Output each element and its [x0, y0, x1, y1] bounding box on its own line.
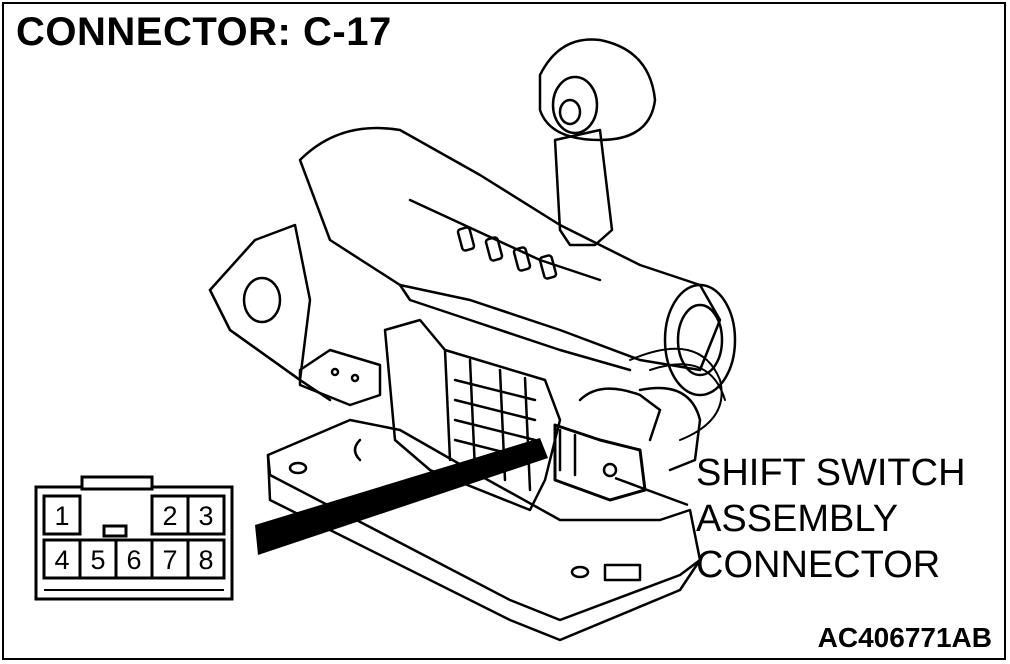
pin-label: 6 — [126, 545, 141, 575]
pin-cell-3 — [186, 494, 226, 536]
pin-label: 2 — [162, 501, 177, 531]
lever-knob — [538, 38, 657, 142]
housing-body — [383, 318, 562, 512]
pin-label: 1 — [54, 501, 69, 531]
shift-switch-connector — [553, 423, 647, 502]
connector-face-view — [34, 475, 234, 601]
callout-leader — [614, 476, 689, 507]
pin-label: 7 — [162, 545, 177, 575]
pin-label: 3 — [198, 501, 213, 531]
left-bracket — [208, 223, 312, 382]
callout-line: CONNECTOR — [696, 544, 941, 586]
pin-label: 8 — [198, 545, 213, 575]
connector-pointer-wedge — [255, 438, 548, 555]
base-plate — [266, 418, 702, 642]
callout-line: ASSEMBLY — [696, 498, 899, 540]
lever-shaft — [553, 128, 614, 247]
pin-label: 4 — [54, 545, 69, 575]
pin-label: 5 — [90, 545, 105, 575]
pin-cell-1 — [42, 494, 82, 536]
pin-cell-8 — [186, 538, 226, 580]
figure-code: AC406771AB — [817, 622, 992, 653]
page-title: CONNECTOR: C-17 — [16, 10, 392, 54]
callout-label: SHIFT SWITCH ASSEMBLY CONNECTOR — [696, 450, 966, 588]
housing-top — [298, 126, 722, 372]
callout-line: SHIFT SWITCH — [696, 452, 966, 494]
